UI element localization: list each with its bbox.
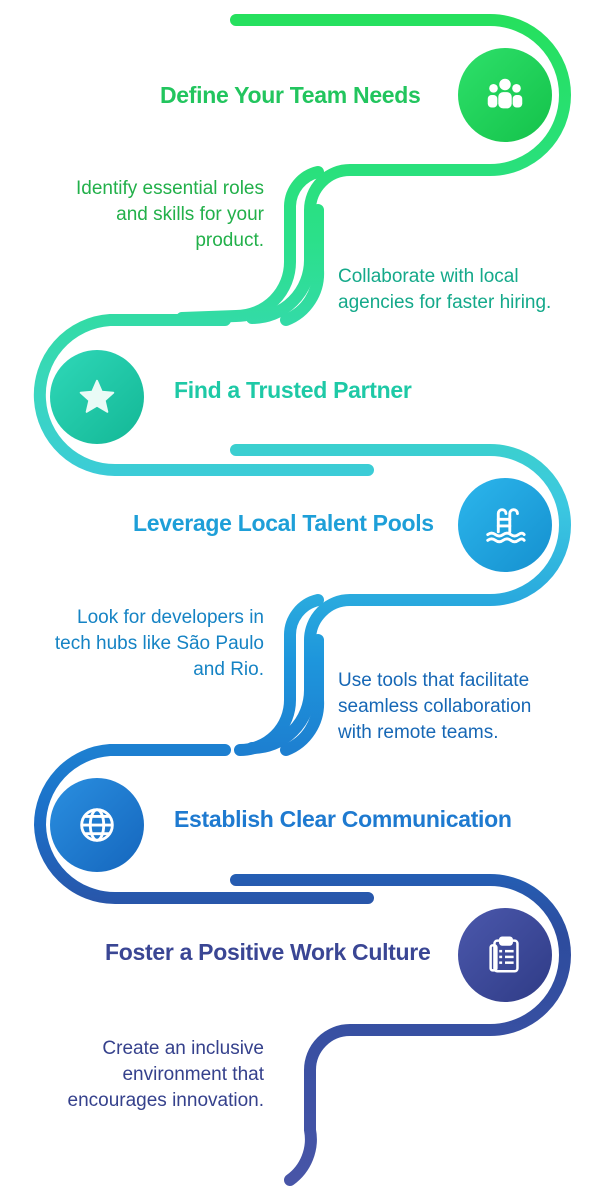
step-title-positive-culture: Foster a Positive Work Culture	[105, 939, 431, 965]
road-segment	[230, 444, 572, 754]
step-description-define-team-needs: Identify essential roles and skills for …	[76, 178, 264, 251]
road-segment	[230, 874, 572, 1186]
pool-ladder-icon	[458, 478, 552, 572]
step-description-positive-culture: Create an inclusive environment that enc…	[67, 1038, 264, 1111]
star-icon	[50, 350, 144, 444]
road-segment	[234, 594, 324, 756]
step-title-define-team-needs: Define Your Team Needs	[160, 82, 421, 108]
road-segment	[33, 314, 374, 477]
step-description-clear-communication: Use tools that facilitate seamless colla…	[338, 670, 532, 743]
road-segment	[176, 166, 324, 324]
step-title-find-trusted-partner: Find a Trusted Partner	[174, 377, 412, 403]
road-segment	[280, 634, 325, 756]
road-segment	[280, 204, 325, 326]
team-people-icon	[458, 48, 552, 142]
globe-icon	[50, 778, 144, 872]
step-title-clear-communication: Establish Clear Communication	[174, 806, 512, 832]
step-description-leverage-talent-pools: Look for developers in tech hubs like Sã…	[54, 607, 264, 680]
step-title-leverage-talent-pools: Leverage Local Talent Pools	[133, 510, 434, 536]
step-description-find-trusted-partner: Collaborate with local agencies for fast…	[338, 266, 552, 313]
road-segment	[33, 744, 374, 904]
road-segment	[230, 14, 572, 324]
clipboard-icon	[458, 908, 552, 1002]
